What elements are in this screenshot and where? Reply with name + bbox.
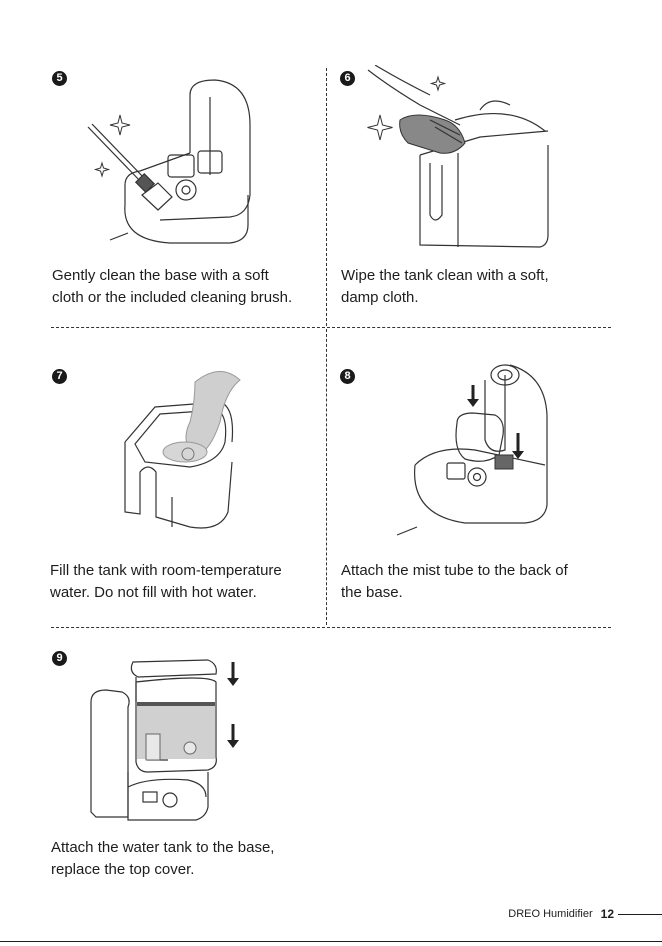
footer-rule: [618, 913, 662, 915]
step-6-caption: Wipe the tank clean with a soft, damp cl…: [341, 265, 549, 309]
step-5-caption-line-1: Gently clean the base with a soft: [52, 267, 269, 284]
step-8-caption: Attach the mist tube to the back of the …: [341, 560, 568, 604]
step-number-5: 5: [52, 71, 67, 86]
column-divider-middle: [326, 329, 327, 625]
step-8-caption-line-2: the base.: [341, 584, 403, 601]
step-9-caption-line-2: replace the top cover.: [51, 861, 195, 878]
row-divider-1: [51, 327, 611, 328]
step-9-caption: Attach the water tank to the base, repla…: [51, 837, 274, 881]
step-5-caption: Gently clean the base with a soft cloth …: [52, 265, 292, 309]
step-number-9: 9: [52, 651, 67, 666]
step-5-caption-line-2: cloth or the included cleaning brush.: [52, 289, 293, 306]
column-divider-top: [326, 68, 327, 326]
step-7-caption-line-1: Fill the tank with room-temperature: [50, 562, 282, 579]
tank-attach-cover-illustration: [90, 659, 239, 821]
footer-brand: DREO Humidifier: [508, 908, 593, 920]
step-number-6: 6: [340, 71, 355, 86]
row-divider-2: [51, 627, 611, 628]
step-6-caption-line-2: damp cloth.: [341, 289, 419, 306]
step-number-7: 7: [52, 369, 67, 384]
mist-tube-attach-illustration: [396, 364, 548, 536]
step-number-8: 8: [340, 369, 355, 384]
bottom-rule: [0, 941, 662, 942]
tank-wiping-hand-illustration: [367, 65, 549, 248]
step-7-caption: Fill the tank with room-temperature wate…: [50, 560, 282, 604]
base-cleaning-brush-illustration: [87, 79, 251, 244]
tank-filling-water-illustration: [124, 371, 241, 529]
page-number: 12: [600, 907, 614, 921]
step-7-caption-line-2: water. Do not fill with hot water.: [50, 584, 257, 601]
step-8-caption-line-1: Attach the mist tube to the back of: [341, 562, 568, 579]
step-9-caption-line-1: Attach the water tank to the base,: [51, 839, 275, 856]
page-footer: DREO Humidifier 12: [508, 907, 662, 921]
step-6-caption-line-1: Wipe the tank clean with a soft,: [341, 267, 549, 284]
